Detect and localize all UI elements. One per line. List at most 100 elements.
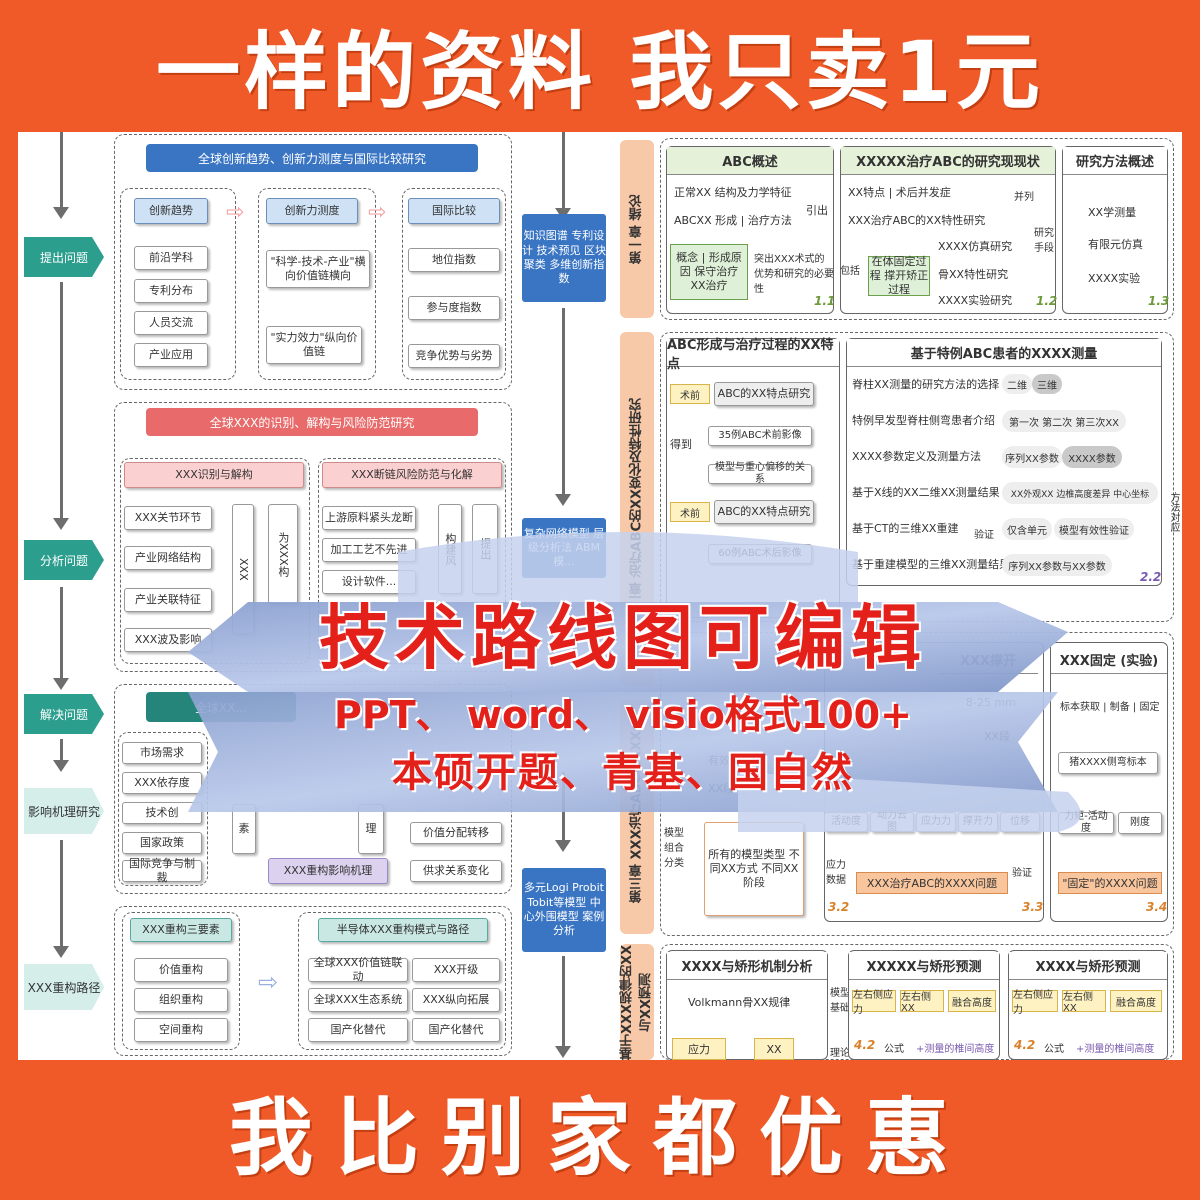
box-risk-propose: 提出 [472,504,498,594]
col-measure-group [258,188,376,380]
diagram-canvas: 提出问题 分析问题 解决问题 影响机理研究 XXX重构路径 全球创新趋势、创新力… [18,132,1182,1060]
box-mode-path: 半导体XXX重构模式与路径 [318,918,488,942]
box-spillover: XXX波及影响 [124,628,212,652]
num-2-2: 2.2 [1140,570,1162,584]
panel-abc-characteristics-title: ABC形成与治疗过程的XX特点 [667,338,839,372]
box-compare: 国际比较 [408,198,500,224]
pill-sequence: 序列XX参数 [1002,446,1062,468]
step-analyze-problem: 分析问题 [24,540,104,580]
num-4-2-b: 4.2 [1014,1038,1036,1052]
box-tech: 技术创 [122,802,202,824]
num-3-4: 3.4 [1146,900,1168,914]
overlay-audience: 本硕开题、青基、国自然 [392,750,854,796]
box-upgrade: XXX开级 [412,958,500,982]
pill-sequence-params: 序列XX参数与XX参数 [1002,554,1112,576]
text-characteristics: XX特点 | 术后并发症 [848,186,951,199]
box-trend: 创新趋势 [134,198,208,224]
text-volkmann: Volkmann骨XX规律 [688,996,791,1009]
text-simulation: XXXX仿真研究 [938,240,1013,253]
cell-displacement: 位移 [1000,812,1040,832]
label-research-means: 研究手段 [1034,228,1054,254]
panel-research-status-title: XXXXX治疗ABC的研究现现状 [841,147,1055,175]
box-identify: XXX识别与解构 [124,462,304,488]
cell-lr-stress-1: 左右侧应力 [852,990,896,1016]
panel-abc-overview-title: ABC概述 [667,147,833,175]
text-height-2: +测量的椎间高度 [1076,1044,1155,1055]
text-fem: 有限元仿真 [1088,238,1143,251]
tag-preop: 术前 [670,384,710,404]
bottom-promo-banner: 我比别家都优惠 [0,1062,1200,1200]
method-knowledge-graph: 知识图谱 专利设计 技术预见 区块聚类 多维创新指数 [522,214,606,302]
box-measure: 创新力测度 [266,198,358,224]
box-key-link: XXX关节环节 [124,506,212,530]
col-trend-group [120,188,236,380]
box-xx: XX [754,1038,794,1060]
flow-line [60,739,63,761]
cell-lr-xx-1: 左右侧XX [900,990,944,1014]
num-1-3: 1.3 [1148,294,1170,308]
method-network-model: 复杂网络模型 层级分析法 ABM模... [522,518,606,578]
pill-appearance: XX外观XX 边椎高度差异 中心坐标 [1002,482,1158,504]
box-value-shift: 价值分配转移 [410,822,502,844]
arrow-right-icon: ⇨ [368,200,387,225]
box-60-cases: 60例ABC术后影像 [708,544,812,564]
label-method-correspond: 方法对应 [1168,492,1179,532]
step-impact-mechanism: 影响机理研究 [24,788,104,834]
chapter1-frame [660,138,1174,320]
box-ecosystem: 全球XXX生态系统 [308,988,408,1012]
pill-3d: 三维 [1032,374,1062,394]
panel-fixation-title: XXX固定 (实验) [1051,646,1167,674]
arrow-right-icon: ⇨ [258,968,279,996]
box-identify-mid: XXX [232,504,254,634]
box-participation-index: 参与度指数 [408,296,500,320]
box-localization-2: 国产化替代 [412,1018,500,1042]
cell-force: 撑开力 [958,812,998,832]
row-patient-intro: 特例早发型脊柱侧弯患者介绍 [852,414,995,427]
section-innovation-title: 全球创新趋势、创新力测度与国际比较研究 [146,144,478,172]
text-specimen: 标本获取 | 制备 | 固定 [1060,702,1160,713]
box-vertical-chain: "实力效力"纵向价值链 [266,326,362,364]
pill-visits: 第一次 第二次 第三次XX [1002,410,1126,432]
sub-mode-group [298,912,506,1050]
label-include: 包括 [840,266,860,277]
box-sanction: 国际竞争与制裁 [122,857,202,884]
box-result-1: XXX治疗ABC的XXXX问题 [856,872,1008,894]
flow-line [60,840,63,948]
row-ct-reconstruction: 基于CT的三维XX重建 [852,522,959,535]
pill-validation: 模型有效性验证 [1054,518,1134,540]
text-experiment-2: XXXX实验 [1088,272,1141,285]
pill-element: 仅含单元 [1002,518,1052,540]
box-org-restructure: 组织重构 [134,988,228,1012]
text-formula-1: 公式 [884,1044,904,1055]
row-method-selection: 脊柱XX测量的研究方法的选择 [852,378,1000,391]
box-status-index: 地位指数 [408,248,500,272]
flow-line [60,587,63,680]
box-process: 加工工艺不先进 [322,538,416,562]
box-result-2: "固定"的XXXX问题 [1058,872,1162,894]
cell-fusion-2: 融合高度 [1110,990,1162,1012]
flow-arrow [53,518,69,530]
num-1-2: 1.2 [1036,294,1058,308]
box-risk-build: 构建风 [438,504,462,594]
cell-fusion-1: 融合高度 [948,990,996,1012]
flow-arrow [53,207,69,219]
panel-prediction-2-title: XXXX与矫形预测 [1009,952,1167,980]
box-upstream: 上游原料紧头龙断 [322,506,416,530]
top-promo-text: 一样的资料 我只卖1元 [156,22,1044,121]
col-compare-group [402,188,506,380]
box-value-chain-link: 全球XXX价值链联动 [308,956,408,983]
flow-arrow [53,760,69,772]
box-network: 产业网络结构 [124,546,212,570]
label-model-basis: 模型基础 [830,988,850,1014]
text-lead: 引出 [806,204,828,217]
cell-lr-xx-2: 左右侧XX [1062,990,1106,1014]
box-model-types: 所有的模型类型 不同XX方式 不同XX阶段 [704,822,804,916]
text-formation: ABCXX 形成 | 治疗方法 [674,214,792,227]
flow-line [60,282,63,520]
step-solve-problem: 解决问题 [24,694,104,734]
method-line [562,132,565,208]
flow-arrow [53,678,69,690]
text-xx-properties: XXX治疗ABC的XX特性研究 [848,214,986,227]
box-value-restructure: 价值重构 [134,958,228,982]
top-promo-banner: 一样的资料 我只卖1元 [0,0,1200,130]
